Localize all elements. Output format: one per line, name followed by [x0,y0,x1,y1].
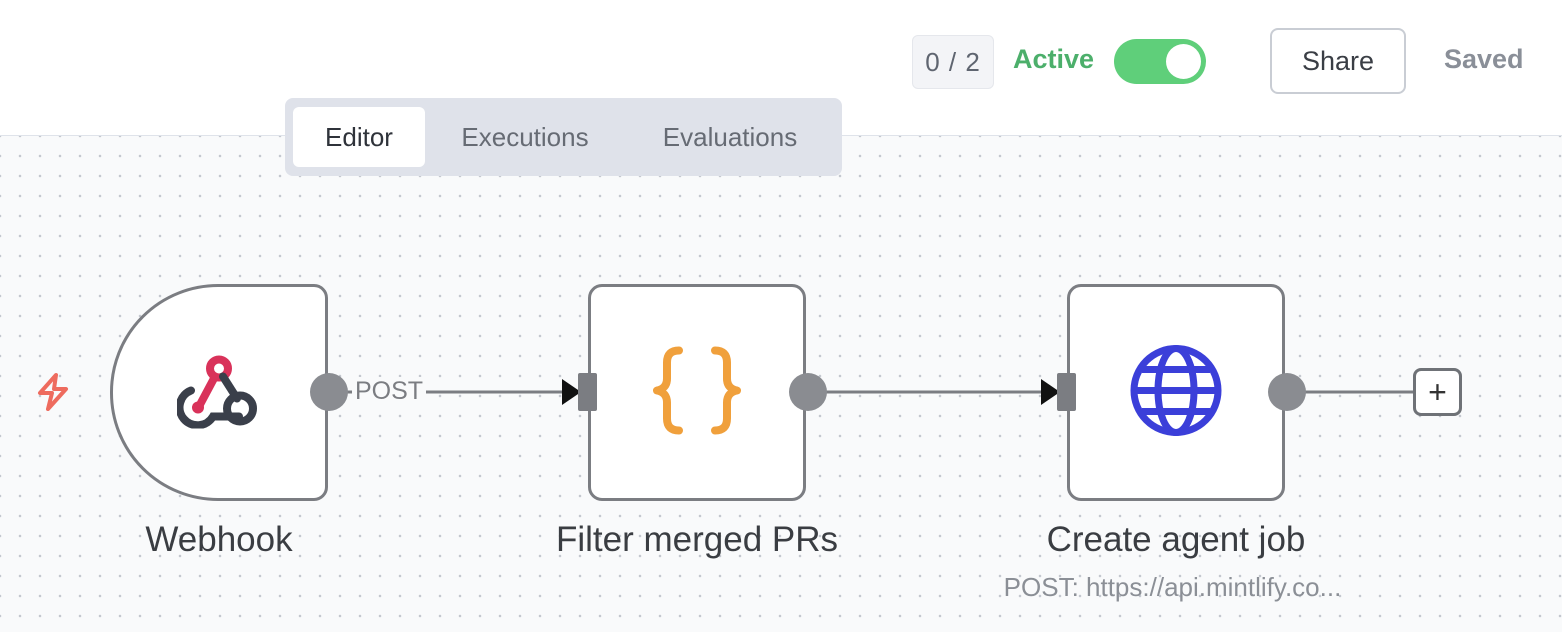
active-toggle[interactable] [1114,39,1206,84]
node-label: Create agent job [1046,520,1306,559]
active-label: Active [1013,44,1095,74]
toggle-knob [1166,44,1201,79]
tab-editor[interactable]: Editor [293,107,425,167]
lightning-icon [36,373,70,416]
code-braces-icon [649,344,745,441]
node-subtitle: POST: https://api.mintlify.co... [1003,572,1342,602]
agent-output-handle[interactable] [1268,373,1306,411]
node-label: Filter merged PRs [555,520,839,559]
share-button[interactable]: Share [1270,28,1406,94]
node-create-agent-job[interactable] [1067,284,1285,501]
filter-input-handle[interactable] [578,373,597,411]
tab-evaluations[interactable]: Evaluations [662,121,798,152]
edge-label: POST [352,377,427,406]
execution-counter: 0 / 2 [912,35,994,89]
node-label: Webhook [145,520,293,559]
node-webhook[interactable] [110,284,328,501]
globe-icon [1128,342,1224,443]
tab-executions[interactable]: Executions [461,121,589,152]
webhook-output-handle[interactable] [310,373,348,411]
webhook-icon [175,352,261,433]
agent-input-handle[interactable] [1057,373,1076,411]
saved-status: Saved [1444,44,1524,74]
filter-output-handle[interactable] [789,373,827,411]
add-node-button[interactable]: + [1413,368,1462,416]
view-tabs: Editor Executions Evaluations [285,98,842,176]
node-filter-merged-prs[interactable] [588,284,806,501]
